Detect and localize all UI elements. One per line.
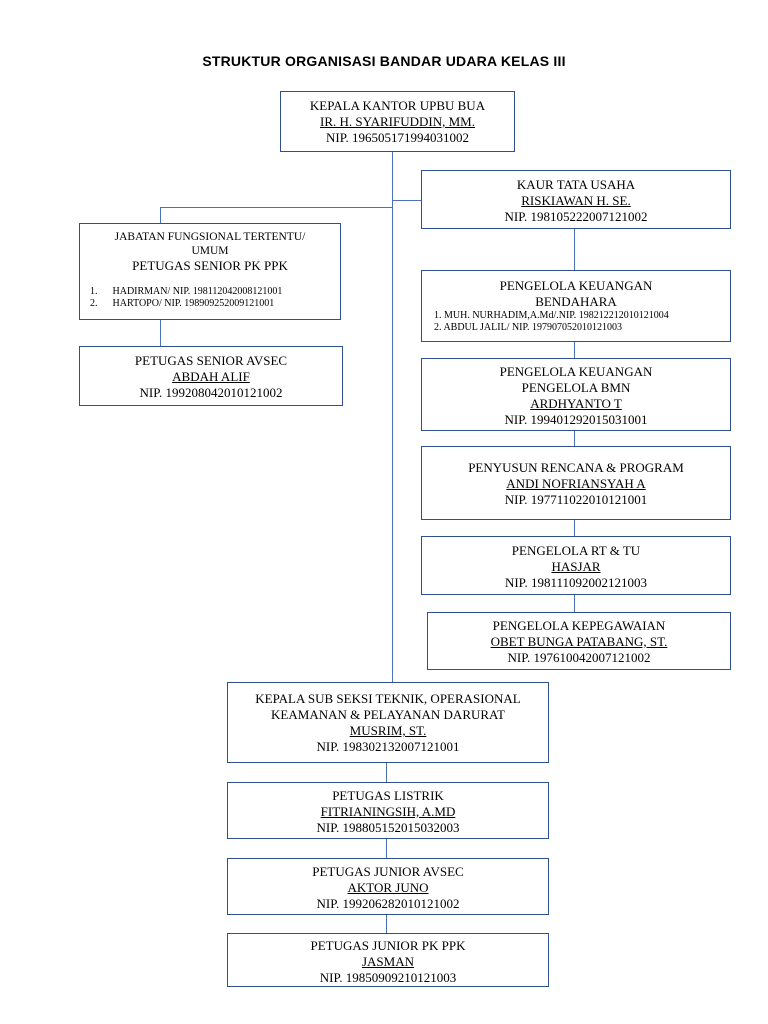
- kepala-jabatan: KEPALA KANTOR UPBU BUA: [309, 98, 486, 113]
- node-bendahara: PENGELOLA KEUANGAN BENDAHARA 1. MUH. NUR…: [421, 270, 731, 342]
- node-petugas-senior-avsec: PETUGAS SENIOR AVSEC ABDAH ALIF NIP. 199…: [79, 346, 343, 406]
- rttu-nip: NIP. 198111092002121003: [504, 575, 648, 590]
- rencana-nama: ANDI NOFRIANSYAH A: [506, 476, 646, 491]
- listrik-jabatan: PETUGAS LISTRIK: [332, 788, 444, 803]
- kaur-nip: NIP. 198105222007121002: [504, 209, 648, 224]
- kasubsi-nama: MUSRIM, ST.: [349, 723, 427, 738]
- rttu-nama: HASJAR: [551, 559, 601, 574]
- pkppk-junior-jabatan: PETUGAS JUNIOR PK PPK: [310, 938, 466, 953]
- rencana-jabatan: PENYUSUN RENCANA & PROGRAM: [468, 460, 684, 475]
- connector-right-branch: [392, 200, 422, 202]
- avsec-senior-nip: NIP. 199208042010121002: [139, 385, 283, 400]
- fungsional-member: 2. HARTOPO/ NIP. 198909252009121001: [90, 298, 275, 309]
- bendahara-jabatan-2: BENDAHARA: [535, 294, 617, 309]
- bendahara-member: 2. ABDUL JALIL/ NIP. 197907052010121003: [434, 322, 622, 333]
- bendahara-jabatan-1: PENGELOLA KEUANGAN: [499, 278, 653, 293]
- kepala-nip: NIP. 196505171994031002: [325, 130, 469, 145]
- avsec-senior-jabatan: PETUGAS SENIOR AVSEC: [134, 353, 288, 368]
- avsec-junior-nip: NIP. 199206282010121002: [316, 896, 460, 911]
- kepegawaian-jabatan: PENGELOLA KEPEGAWAIAN: [492, 618, 666, 633]
- kepegawaian-nama: OBET BUNGA PATABANG, ST.: [490, 634, 668, 649]
- kasubsi-jabatan-2: KEAMANAN & PELAYANAN DARURAT: [271, 707, 505, 722]
- fungsional-member: 1. HADIRMAN/ NIP. 198112042008121001: [90, 286, 283, 297]
- connector-left-branch: [160, 207, 393, 209]
- avsec-junior-jabatan: PETUGAS JUNIOR AVSEC: [312, 864, 464, 879]
- fungsional-jabatan-3: PETUGAS SENIOR PK PPK: [132, 258, 288, 273]
- node-pengelola-rt-tu: PENGELOLA RT & TU HASJAR NIP. 1981110920…: [421, 536, 731, 595]
- chart-title: STRUKTUR ORGANISASI BANDAR UDARA KELAS I…: [202, 53, 566, 69]
- node-kepala-kantor: KEPALA KANTOR UPBU BUA IR. H. SYARIFUDDI…: [280, 91, 515, 152]
- bmn-nip: NIP. 199401292015031001: [504, 412, 648, 427]
- bendahara-member: 1. MUH. NURHADIM,A.Md/.NIP. 198212212010…: [434, 310, 669, 321]
- rttu-jabatan: PENGELOLA RT & TU: [511, 543, 641, 558]
- connector-main-vertical: [392, 151, 394, 683]
- listrik-nip: NIP. 198805152015032003: [316, 820, 460, 835]
- kasubsi-jabatan-1: KEPALA SUB SEKSI TEKNIK, OPERASIONAL: [255, 691, 521, 706]
- kaur-nama: RISKIAWAN H. SE.: [521, 193, 631, 208]
- rencana-nip: NIP. 197711022010121001: [504, 492, 648, 507]
- bmn-jabatan-1: PENGELOLA KEUANGAN: [499, 364, 653, 379]
- bmn-nama: ARDHYANTO T: [530, 396, 622, 411]
- node-pengelola-kepegawaian: PENGELOLA KEPEGAWAIAN OBET BUNGA PATABAN…: [427, 612, 731, 670]
- node-kaur-tata-usaha: KAUR TATA USAHA RISKIAWAN H. SE. NIP. 19…: [421, 170, 731, 229]
- pkppk-junior-nip: NIP. 19850909210121003: [319, 970, 457, 985]
- node-jabatan-fungsional: JABATAN FUNGSIONAL TERTENTU/ UMUM PETUGA…: [79, 223, 341, 320]
- kasubsi-nip: NIP. 198302132007121001: [316, 739, 460, 754]
- kepala-nama: IR. H. SYARIFUDDIN, MM.: [320, 114, 475, 129]
- avsec-junior-nama: AKTOR JUNO: [347, 880, 429, 895]
- fungsional-jabatan-1: JABATAN FUNGSIONAL TERTENTU/: [114, 231, 306, 243]
- connector-left-drop: [160, 207, 162, 224]
- node-pengelola-bmn: PENGELOLA KEUANGAN PENGELOLA BMN ARDHYAN…: [421, 358, 731, 431]
- node-penyusun-rencana: PENYUSUN RENCANA & PROGRAM ANDI NOFRIANS…: [421, 446, 731, 520]
- pkppk-junior-nama: JASMAN: [361, 954, 414, 969]
- avsec-senior-nama: ABDAH ALIF: [172, 369, 250, 384]
- fungsional-jabatan-2: UMUM: [191, 245, 229, 257]
- connector-bottom-column: [386, 762, 388, 934]
- bmn-jabatan-2: PENGELOLA BMN: [521, 380, 631, 395]
- node-petugas-junior-avsec: PETUGAS JUNIOR AVSEC AKTOR JUNO NIP. 199…: [227, 858, 549, 915]
- node-petugas-listrik: PETUGAS LISTRIK FITRIANINGSIH, A.MD NIP.…: [227, 782, 549, 839]
- kepegawaian-nip: NIP. 197610042007121002: [507, 650, 651, 665]
- node-kepala-sub-seksi: KEPALA SUB SEKSI TEKNIK, OPERASIONAL KEA…: [227, 682, 549, 763]
- listrik-nama: FITRIANINGSIH, A.MD: [320, 804, 456, 819]
- connector-fungsional-avsec: [160, 319, 162, 347]
- kaur-jabatan: KAUR TATA USAHA: [516, 177, 636, 192]
- node-petugas-junior-pkppk: PETUGAS JUNIOR PK PPK JASMAN NIP. 198509…: [227, 933, 549, 987]
